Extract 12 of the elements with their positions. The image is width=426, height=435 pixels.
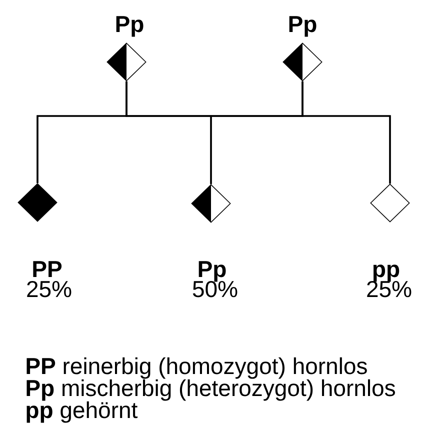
percentage-label: 25% <box>367 280 412 298</box>
genotype-label: pp <box>373 264 400 282</box>
percentage-label: 50% <box>192 280 238 298</box>
genotype-label: Pp <box>198 261 226 282</box>
genotype-label: Pp <box>116 16 144 37</box>
genotype-label: PP <box>33 261 62 277</box>
connector-line <box>302 81 391 184</box>
legend-text: PP reinerbig (homozygot) hornlos <box>26 357 367 379</box>
legend-text: pp gehörnt <box>26 401 138 423</box>
percentage-label: 25% <box>27 280 72 298</box>
legend-text: Pp mischerbig (heterozygot) hornlos <box>26 379 395 401</box>
genotype-label: Pp <box>289 16 316 37</box>
